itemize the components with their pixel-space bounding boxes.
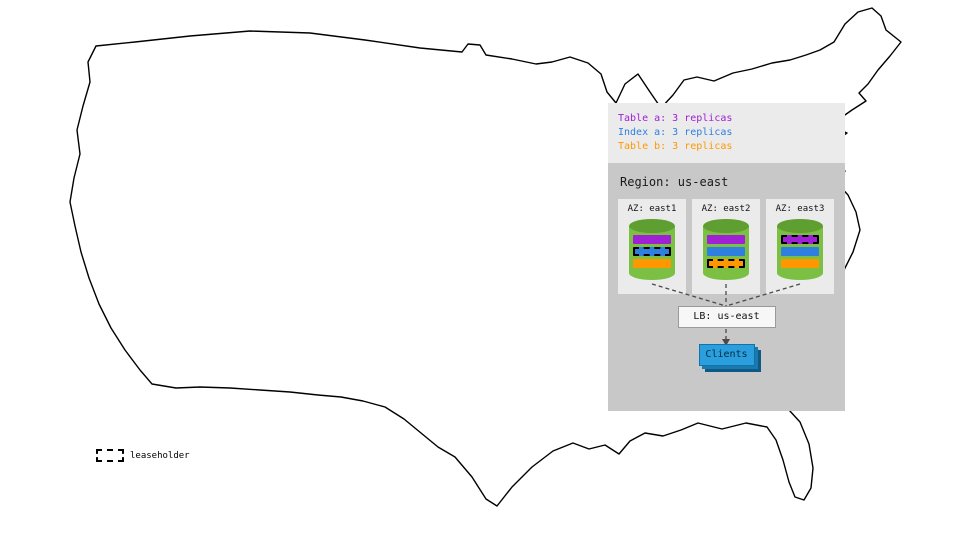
replica-bar-index-a — [781, 247, 819, 256]
az-row: AZ: east1 AZ: east2 AZ — [618, 199, 835, 294]
load-balancer-box: LB: us-east — [677, 306, 776, 328]
replica-bar-table-b — [707, 259, 745, 268]
replica-bar-index-a — [707, 247, 745, 256]
replica-bar-table-a — [633, 235, 671, 244]
az-box-east1: AZ: east1 — [618, 199, 686, 294]
az-label: AZ: east1 — [627, 204, 677, 214]
region-title: Region: us-east — [620, 175, 729, 189]
az-label: AZ: east3 — [775, 204, 825, 214]
replica-bar-table-b — [633, 259, 671, 268]
legend-item-table-b: Table b: 3 replicas — [618, 141, 733, 152]
db-cylinder — [629, 219, 675, 280]
architecture-panel: Table a: 3 replicas Index a: 3 replicas … — [608, 103, 845, 411]
replica-bar-table-a — [781, 235, 819, 244]
az-box-east3: AZ: east3 — [766, 199, 834, 294]
replica-bar-index-a — [633, 247, 671, 256]
replica-bar-table-b — [781, 259, 819, 268]
legend-item-table-a: Table a: 3 replicas — [618, 113, 733, 124]
az-label: AZ: east2 — [701, 204, 751, 214]
leaseholder-legend: leaseholder — [96, 449, 190, 462]
az-box-east2: AZ: east2 — [692, 199, 760, 294]
replica-legend: Table a: 3 replicas Index a: 3 replicas … — [608, 103, 845, 163]
region-box: Region: us-east AZ: east1 AZ: east2 — [608, 163, 845, 411]
legend-item-index-a: Index a: 3 replicas — [618, 127, 733, 138]
db-cylinder — [703, 219, 749, 280]
leaseholder-swatch-icon — [96, 449, 124, 462]
db-cylinder — [777, 219, 823, 280]
replica-bar-table-a — [707, 235, 745, 244]
leaseholder-label: leaseholder — [130, 450, 190, 461]
clients-box: Clients — [698, 344, 755, 366]
